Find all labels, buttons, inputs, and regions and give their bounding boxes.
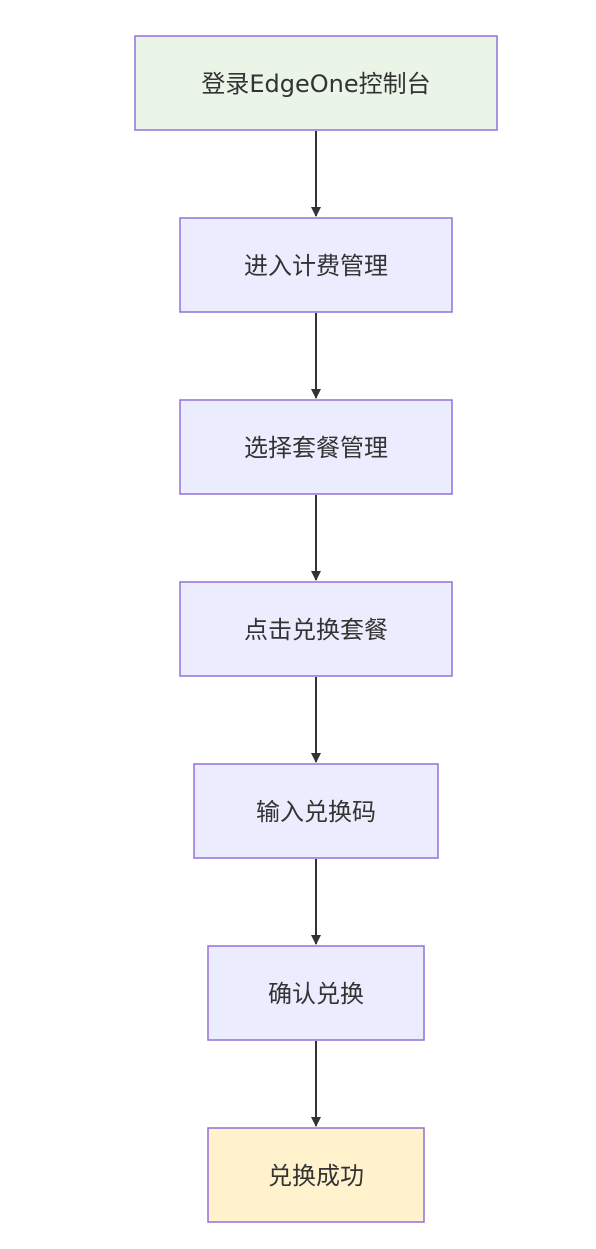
- node-box: [207, 1127, 425, 1223]
- node-login-console: 登录EdgeOne控制台: [134, 35, 498, 131]
- node-label: 选择套餐管理: [244, 434, 388, 462]
- node-box: [179, 217, 453, 313]
- node-box: [134, 35, 498, 131]
- node-label: 登录EdgeOne控制台: [201, 70, 430, 98]
- node-label: 点击兑换套餐: [244, 616, 388, 644]
- node-confirm-redeem: 确认兑换: [207, 945, 425, 1041]
- node-select-plan-management: 选择套餐管理: [179, 399, 453, 495]
- node-box: [179, 581, 453, 677]
- node-box: [179, 399, 453, 495]
- node-click-redeem-plan: 点击兑换套餐: [179, 581, 453, 677]
- node-label: 确认兑换: [268, 980, 364, 1008]
- node-redeem-success: 兑换成功: [207, 1127, 425, 1223]
- node-label: 输入兑换码: [256, 798, 376, 826]
- node-label: 兑换成功: [268, 1162, 364, 1190]
- node-box: [207, 945, 425, 1041]
- node-enter-redeem-code: 输入兑换码: [193, 763, 439, 859]
- node-box: [193, 763, 439, 859]
- node-label: 进入计费管理: [244, 252, 388, 280]
- node-enter-billing: 进入计费管理: [179, 217, 453, 313]
